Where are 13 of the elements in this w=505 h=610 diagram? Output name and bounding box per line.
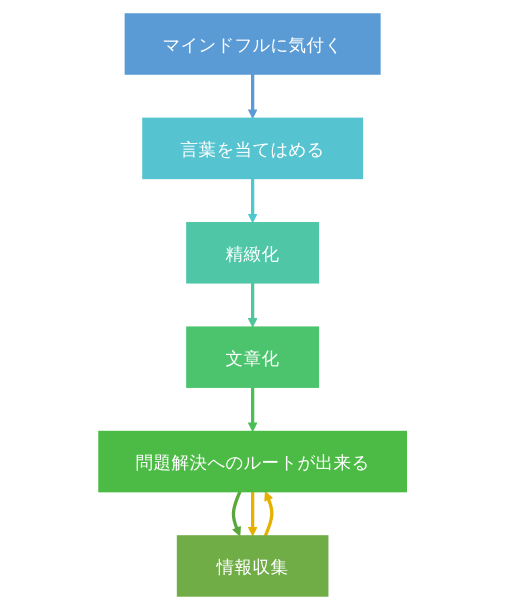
arrow <box>248 387 258 432</box>
arrow <box>248 492 258 536</box>
arrow <box>248 74 258 119</box>
arrow <box>248 178 258 224</box>
node-box: 言葉を当てはめる <box>142 118 363 180</box>
arrow <box>264 491 274 536</box>
arrow <box>232 491 242 536</box>
arrow <box>248 283 258 328</box>
node-box: 情報収集 <box>176 535 328 597</box>
node-box: 問題解決へのルートが出来る <box>98 430 407 492</box>
node-box: 精緻化 <box>186 222 319 284</box>
node-box: マインドフルに気付く <box>124 13 380 75</box>
node-box: 文章化 <box>186 326 319 388</box>
